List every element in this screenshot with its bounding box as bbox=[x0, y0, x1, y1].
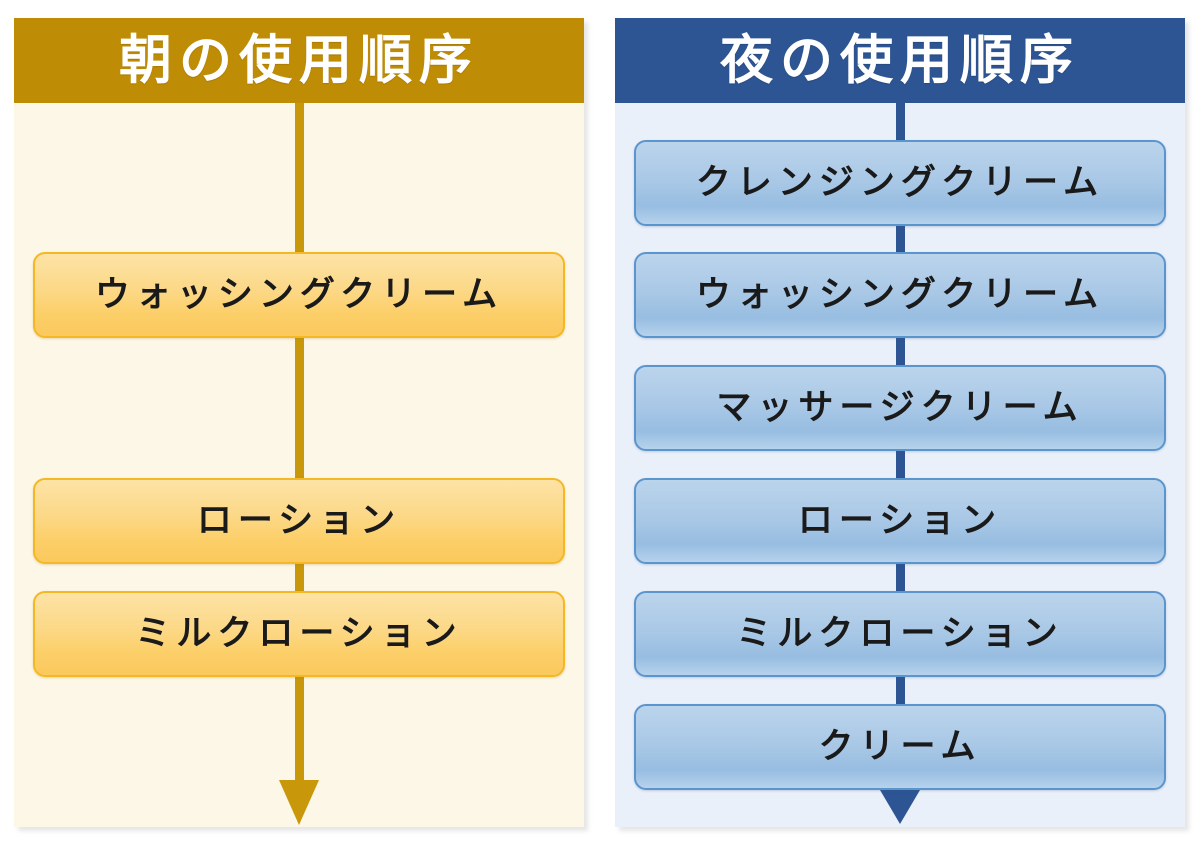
morning-step-1[interactable]: ウォッシングクリーム bbox=[33, 252, 565, 338]
night-step-3-label: マッサージクリーム bbox=[716, 387, 1084, 428]
night-step-3[interactable]: マッサージクリーム bbox=[634, 365, 1166, 451]
night-step-2-label: ウォッシングクリーム bbox=[695, 274, 1105, 315]
night-routine-panel: 夜の使用順序 クレンジングクリーム ウォッシングクリーム マッサージクリーム ロ… bbox=[615, 18, 1185, 827]
night-flow-arrowhead-icon bbox=[880, 790, 920, 824]
morning-step-2-label: ローション bbox=[196, 500, 402, 541]
night-step-6[interactable]: クリーム bbox=[634, 704, 1166, 790]
morning-step-3-label: ミルクローション bbox=[135, 613, 463, 654]
morning-step-2[interactable]: ローション bbox=[33, 478, 565, 564]
morning-step-1-label: ウォッシングクリーム bbox=[94, 274, 504, 315]
night-step-5-label: ミルクローション bbox=[736, 613, 1064, 654]
night-step-5[interactable]: ミルクローション bbox=[634, 591, 1166, 677]
night-panel-header: 夜の使用順序 bbox=[615, 18, 1185, 103]
morning-flow-arrowhead-icon bbox=[279, 780, 319, 825]
night-flow-connector bbox=[896, 103, 905, 809]
night-step-2[interactable]: ウォッシングクリーム bbox=[634, 252, 1166, 338]
night-step-6-label: クリーム bbox=[818, 726, 982, 767]
night-step-1-label: クレンジングクリーム bbox=[695, 162, 1105, 203]
night-step-4[interactable]: ローション bbox=[634, 478, 1166, 564]
morning-panel-title: 朝の使用順序 bbox=[119, 30, 479, 91]
morning-routine-panel: 朝の使用順序 ウォッシングクリーム ローション ミルクローション bbox=[14, 18, 584, 827]
morning-step-3[interactable]: ミルクローション bbox=[33, 591, 565, 677]
night-panel-title: 夜の使用順序 bbox=[720, 30, 1080, 91]
morning-panel-header: 朝の使用順序 bbox=[14, 18, 584, 103]
night-step-1[interactable]: クレンジングクリーム bbox=[634, 140, 1166, 226]
morning-flow-connector bbox=[295, 103, 304, 809]
night-step-4-label: ローション bbox=[797, 500, 1003, 541]
